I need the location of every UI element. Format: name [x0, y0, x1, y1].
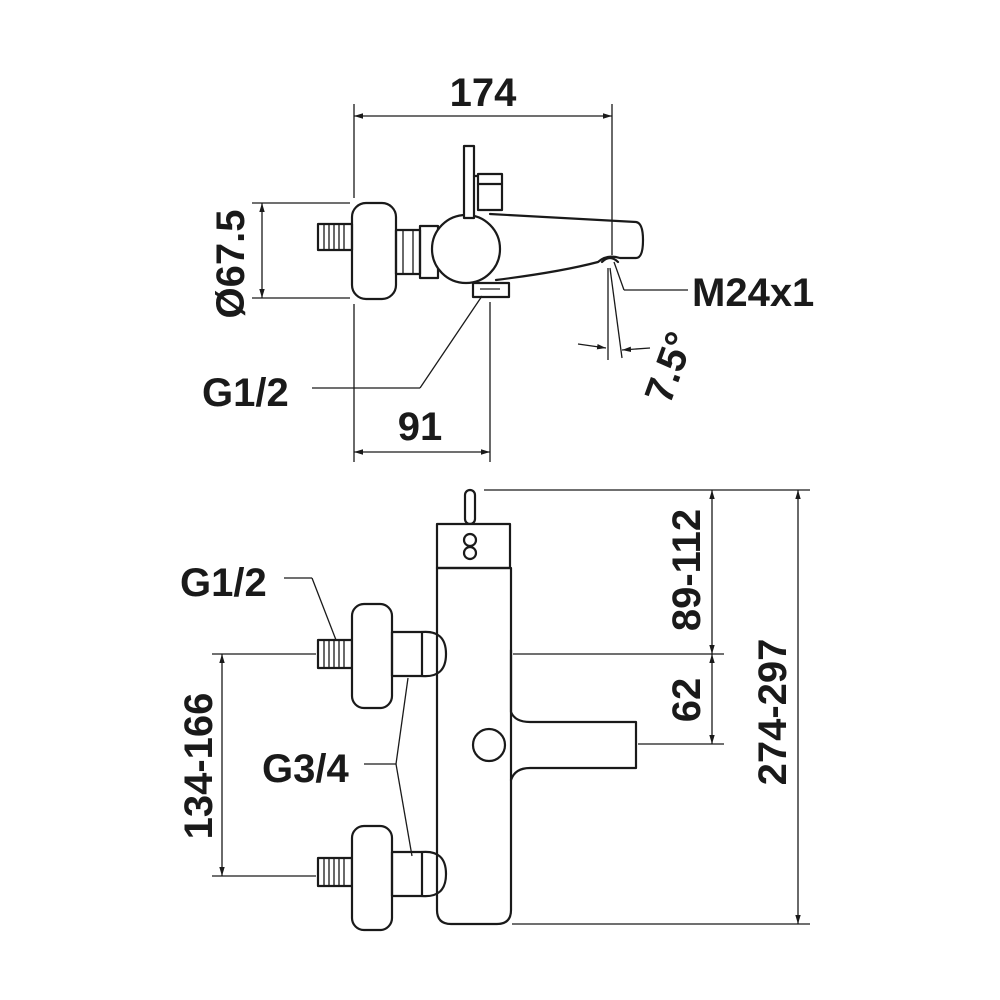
dim-diameter-label: Ø67.5: [209, 210, 253, 319]
dim-total-height-label: 274-297: [751, 639, 795, 786]
front-view: G1/2 G3/4 134-166 89-112 62 274-297: [177, 488, 810, 932]
dim-inlet-spacing-label: 134-166: [177, 693, 221, 840]
spout-angle-label: 7.5°: [637, 326, 703, 408]
front-top-thread-label: G1/2: [180, 561, 267, 605]
front-view-body: [316, 488, 638, 932]
dim-spout-height-label: 62: [665, 678, 709, 723]
top-view-body: [316, 144, 645, 301]
dim-handle-height-label: 89-112: [665, 509, 709, 631]
spout-thread-label: M24x1: [692, 271, 814, 315]
side-thread-label: G3/4: [262, 747, 349, 791]
top-inlet-thread-label: G1/2: [202, 371, 289, 415]
dim-width-label: 174: [450, 71, 517, 115]
dim-inlet-label: 91: [398, 405, 443, 449]
top-view: 174 Ø67.5 G1/2 91 M24x1 7.5°: [202, 71, 814, 462]
